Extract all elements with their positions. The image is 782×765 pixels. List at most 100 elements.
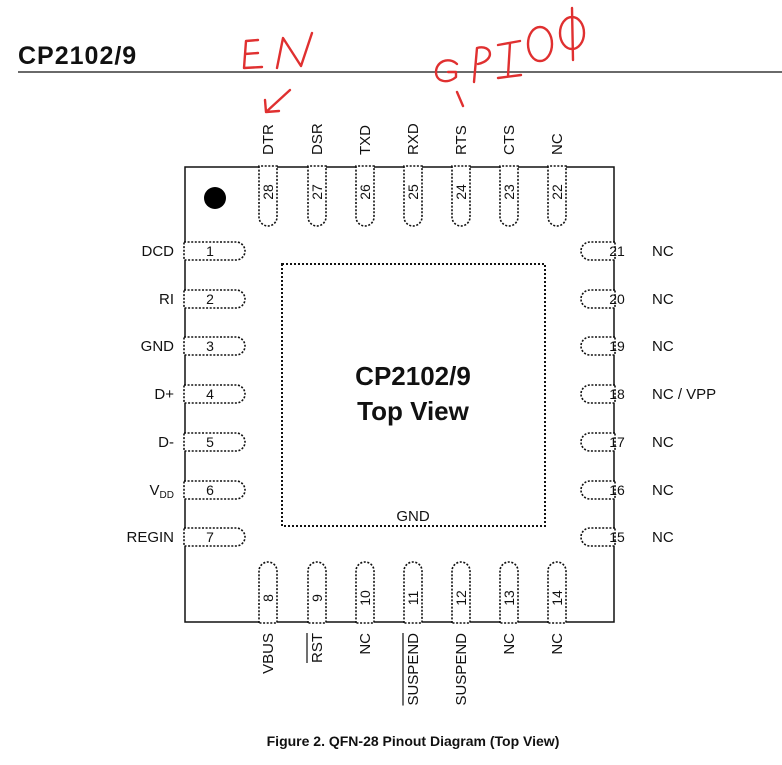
pin-label: VBUS xyxy=(260,633,277,674)
pin-pad xyxy=(183,241,246,261)
pin-label: D+ xyxy=(154,386,174,403)
pin-pad xyxy=(183,336,246,356)
pin-label: RI xyxy=(159,291,174,308)
annotation-arrow xyxy=(263,88,292,114)
pin-label: VDD xyxy=(150,482,174,501)
annotation-gpio-stroke xyxy=(434,59,459,83)
pin-number: 19 xyxy=(609,338,625,354)
pin-label: GND xyxy=(141,338,175,355)
pin-number: 21 xyxy=(609,243,625,259)
pin-number: 5 xyxy=(206,434,214,450)
pin-label: REGIN xyxy=(126,529,174,546)
pin-pad xyxy=(355,165,375,227)
pin-pad xyxy=(258,561,278,624)
pin-number: 11 xyxy=(405,591,421,606)
pin-pad xyxy=(580,384,616,404)
pin-pad xyxy=(499,165,519,227)
pin-label: SUSPEND xyxy=(453,633,470,706)
pin-number: 24 xyxy=(453,184,469,200)
pin-pad xyxy=(355,561,375,624)
pin-number: 22 xyxy=(549,184,565,200)
pin-number: 23 xyxy=(501,184,517,200)
pin-label: NC xyxy=(652,482,674,499)
pin-pad xyxy=(580,480,616,500)
pin-pad xyxy=(580,241,616,261)
pin-pad xyxy=(547,165,567,227)
pin-label: CTS xyxy=(501,125,518,155)
pin-label: NC xyxy=(652,338,674,355)
pin-pad xyxy=(580,432,616,452)
pin-label: DSR xyxy=(309,123,326,155)
pin-number: 20 xyxy=(609,291,625,307)
handwritten-annotations xyxy=(242,6,586,114)
pin-number: 17 xyxy=(609,434,625,450)
pin-pad xyxy=(307,561,327,624)
pin-number: 4 xyxy=(206,386,214,402)
pin-label: D- xyxy=(158,434,174,451)
pin-number: 25 xyxy=(405,184,421,200)
pin-number: 9 xyxy=(309,594,325,602)
pin-number: 6 xyxy=(206,482,214,498)
pin-label: DTR xyxy=(260,124,277,155)
pin-pad xyxy=(580,289,616,309)
pin-pad xyxy=(183,384,246,404)
pin-number: 3 xyxy=(206,338,214,354)
annotation-en-stroke xyxy=(275,31,314,70)
pin-label: RXD xyxy=(405,123,422,155)
pin-number: 12 xyxy=(453,590,469,606)
pin-label: SUSPEND xyxy=(405,633,422,706)
pin-number: 15 xyxy=(609,529,625,545)
pin-number: 13 xyxy=(501,590,517,606)
pin-pad xyxy=(580,336,616,356)
pin-pad xyxy=(451,561,471,624)
annotation-tick xyxy=(455,90,465,108)
pin-number: 10 xyxy=(357,590,373,606)
pin-label: NC xyxy=(652,434,674,451)
annotation-en-stroke xyxy=(242,38,264,70)
figure-caption: Figure 2. QFN-28 Pinout Diagram (Top Vie… xyxy=(267,733,560,749)
pin-number: 26 xyxy=(357,184,373,200)
pin-pad xyxy=(307,165,327,227)
pin-label: DCD xyxy=(142,243,175,260)
pin-pad xyxy=(183,480,246,500)
pin-label: NC / VPP xyxy=(652,386,716,403)
pin-pad xyxy=(547,561,567,624)
header-title: CP2102/9 xyxy=(18,42,137,70)
pin-label: NC xyxy=(652,529,674,546)
pin-label: RTS xyxy=(453,125,470,155)
pin-label: TXD xyxy=(357,125,374,155)
pin-label: NC xyxy=(501,633,518,655)
pin-pad xyxy=(403,165,423,227)
pin-pad xyxy=(183,432,246,452)
pin-label: NC xyxy=(549,133,566,155)
pin-label: NC xyxy=(357,633,374,655)
pin-number: 16 xyxy=(609,482,625,498)
annotation-gpio-stroke xyxy=(496,39,523,80)
pin-label: NC xyxy=(549,633,566,655)
annotation-gpio-stroke xyxy=(526,25,554,63)
annotation-gpio-stroke xyxy=(570,6,575,62)
pin-label: RST xyxy=(309,633,326,663)
package-title-line1: CP2102/9 xyxy=(355,361,471,391)
pin-pad xyxy=(183,527,246,547)
package-title-line2: Top View xyxy=(357,396,469,426)
pin-pad xyxy=(403,561,423,624)
package-outline xyxy=(184,166,615,623)
pin-number: 8 xyxy=(260,594,276,602)
pin-number: 27 xyxy=(309,184,325,200)
pin-number: 18 xyxy=(609,386,625,402)
pin-label: NC xyxy=(652,291,674,308)
pin-pad xyxy=(499,561,519,624)
exposed-pad xyxy=(281,263,546,527)
epad-label: GND xyxy=(396,508,430,525)
pin1-marker-dot xyxy=(204,187,226,209)
pin-number: 2 xyxy=(206,291,214,307)
pin-label: NC xyxy=(652,243,674,260)
pin-number: 1 xyxy=(206,243,214,259)
pin-pad xyxy=(258,165,278,227)
pin-pad xyxy=(580,527,616,547)
pin-number: 7 xyxy=(206,529,214,545)
pin-number: 14 xyxy=(549,590,565,606)
